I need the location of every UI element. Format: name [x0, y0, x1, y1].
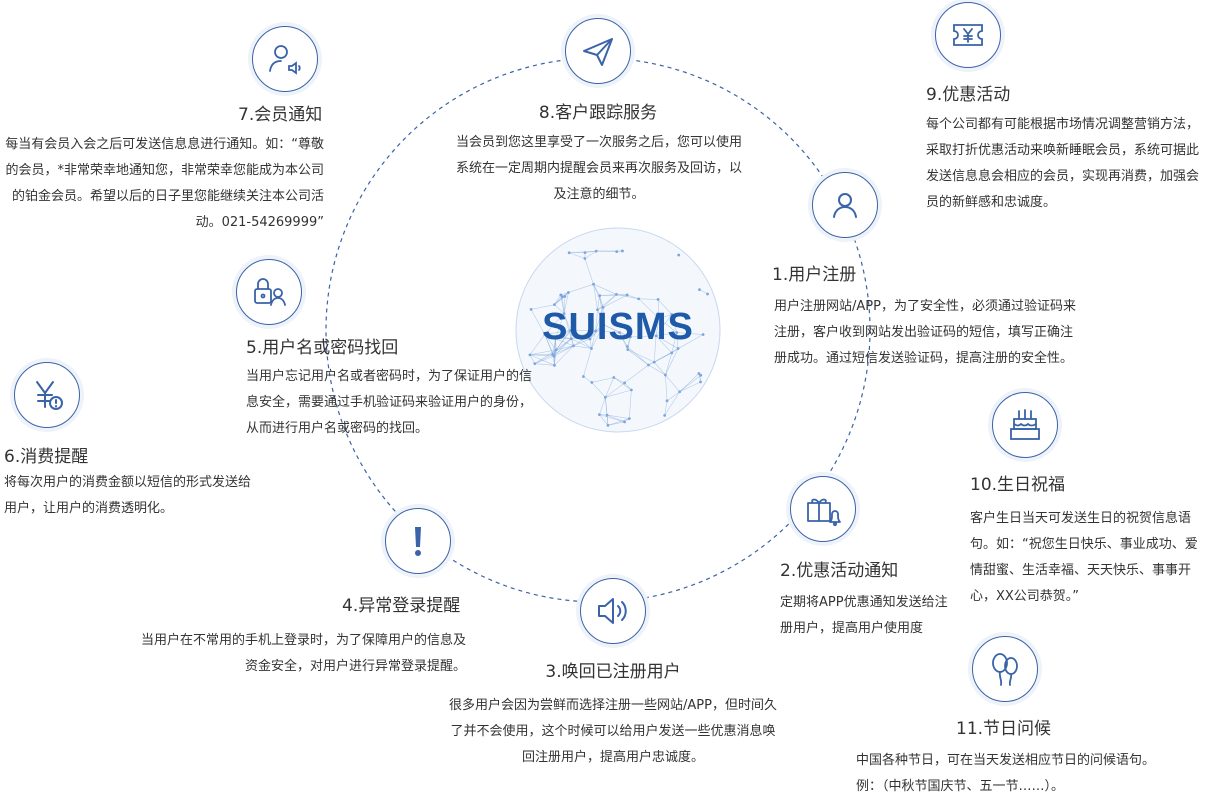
title-password-recovery: 5.用户名或密码找回 [246, 338, 399, 358]
globe-mesh [528, 249, 709, 427]
title-recall-users: 3.唤回已注册用户 [545, 662, 681, 682]
node-user-registration [812, 172, 878, 238]
desc-promotion: 每个公司都有可能根据市场情况调整营销方法，采取打折优惠活动来唤新睡眠会员，系统可… [926, 117, 1200, 210]
desc-promotion-notice: 定期将APP优惠通知发送给注册用户，提高用户使用度 [780, 595, 948, 636]
node-recall-users [580, 578, 646, 644]
title-member-notice: 7.会员通知 [238, 105, 323, 125]
birthday-cake-icon [1010, 409, 1040, 440]
title-holiday-greeting: 11.节日问候 [956, 719, 1052, 739]
node-promotion-notice [790, 476, 856, 542]
exclamation-icon [415, 527, 421, 556]
paper-plane-icon [583, 38, 613, 66]
title-abnormal-login: 4.异常登录提醒 [342, 596, 461, 616]
globe [515, 227, 721, 433]
desc-spending-reminder: 将每次用户的消费金额以短信的形式发送给用户，让用户的消费透明化。 [4, 475, 252, 516]
desc-member-notice: 每当有会员入会之后可发送信息息进行通知。如：“尊敬的会员，*非常荣幸地通知您，非… [5, 137, 324, 230]
user-icon [833, 193, 857, 218]
desc-user-registration: 用户注册网站/APP，为了安全性，必须通过验证码来注册，客户收到网站发出验证码的… [774, 299, 1076, 366]
title-spending-reminder: 6.消费提醒 [4, 447, 89, 467]
desc-holiday-greeting: 中国各种节日，可在当天发送相应节日的问候语句。例：（中秋节国庆节、五一节……）。 [856, 753, 1156, 794]
lock-user-icon [254, 278, 286, 306]
desc-abnormal-login: 当用户在不常用的手机上登录时，为了保障用户的信息及资金安全，对用户进行异常登录提… [140, 633, 466, 674]
title-user-registration: 1.用户注册 [772, 265, 857, 285]
balloons-icon [992, 653, 1018, 686]
node-holiday-greeting [972, 636, 1038, 702]
node-promotion [935, 2, 1001, 68]
desc-password-recovery: 当用户忘记用户名或者密码时，为了保证用户的信息安全，需要通过手机验证码来验证用户… [246, 369, 533, 436]
desc-birthday-wish: 客户生日当天可发送生日的祝贺信息语句。如：“祝您生日快乐、事业成功、爱情甜蜜、生… [970, 511, 1198, 604]
title-promotion: 9.优惠活动 [926, 85, 1011, 105]
desc-customer-follow-up: 当会员到您这里享受了一次服务之后，您可以使用系统在一定周期内提醒会员来再次服务及… [456, 135, 743, 202]
speaker-icon [598, 598, 627, 624]
title-birthday-wish: 10.生日祝福 [970, 475, 1066, 495]
node-birthday-wish [992, 392, 1058, 458]
title-customer-follow-up: 8.客户跟踪服务 [538, 103, 658, 123]
node-member-notice [252, 26, 318, 92]
node-password-recovery [236, 259, 302, 325]
yen-ticket-icon [953, 24, 983, 46]
title-promotion-notice: 2.优惠活动通知 [780, 561, 899, 581]
user-speaker-icon [269, 45, 301, 75]
desc-recall-users: 很多用户会因为尝鲜而选择注册一些网站/APP，但时间久了并不会使用，这个时候可以… [449, 698, 777, 765]
node-spending-reminder [14, 362, 80, 428]
brand-logo-text: SUISMS [542, 306, 694, 348]
node-abnormal-login [385, 508, 451, 574]
gift-bell-icon [807, 498, 841, 527]
yen-alert-icon [36, 381, 63, 410]
node-customer-follow-up [565, 18, 631, 84]
